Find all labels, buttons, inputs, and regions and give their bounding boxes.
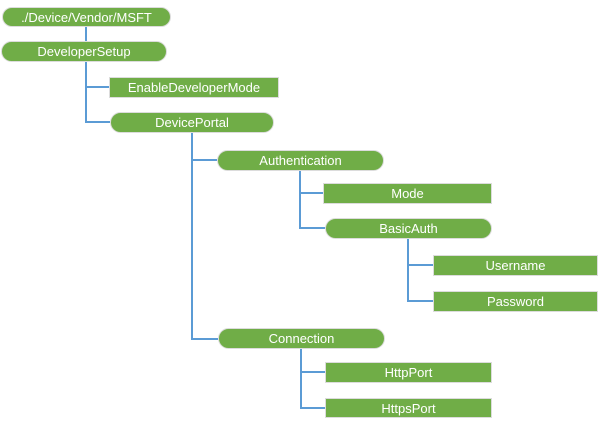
connector-line (300, 349, 302, 409)
connector-line (300, 371, 325, 373)
connector-line (300, 407, 325, 409)
connector-line (85, 86, 109, 88)
connector-line (191, 159, 217, 161)
node-httpsport: HttpsPort (325, 398, 492, 418)
connector-line (85, 121, 110, 123)
node-device-vendor-msft: ./Device/Vendor/MSFT (2, 7, 171, 27)
connector-line (299, 170, 301, 229)
connector-line (85, 27, 87, 41)
connector-line (407, 264, 433, 266)
node-username: Username (433, 255, 598, 276)
node-connection: Connection (218, 328, 385, 349)
connector-line (407, 300, 433, 302)
node-password: Password (433, 291, 598, 312)
connector-line (299, 192, 323, 194)
connector-line (407, 239, 409, 302)
connector-line (191, 132, 193, 340)
connector-line (299, 227, 326, 229)
node-basicauth: BasicAuth (325, 218, 492, 239)
connector-line (85, 62, 87, 123)
connector-line (191, 338, 218, 340)
node-authentication: Authentication (217, 150, 384, 171)
node-deviceportal: DevicePortal (110, 112, 274, 133)
node-mode: Mode (323, 183, 492, 204)
node-enabledevelopermode: EnableDeveloperMode (109, 77, 279, 98)
node-developersetup: DeveloperSetup (1, 41, 167, 62)
node-httpport: HttpPort (325, 362, 492, 383)
